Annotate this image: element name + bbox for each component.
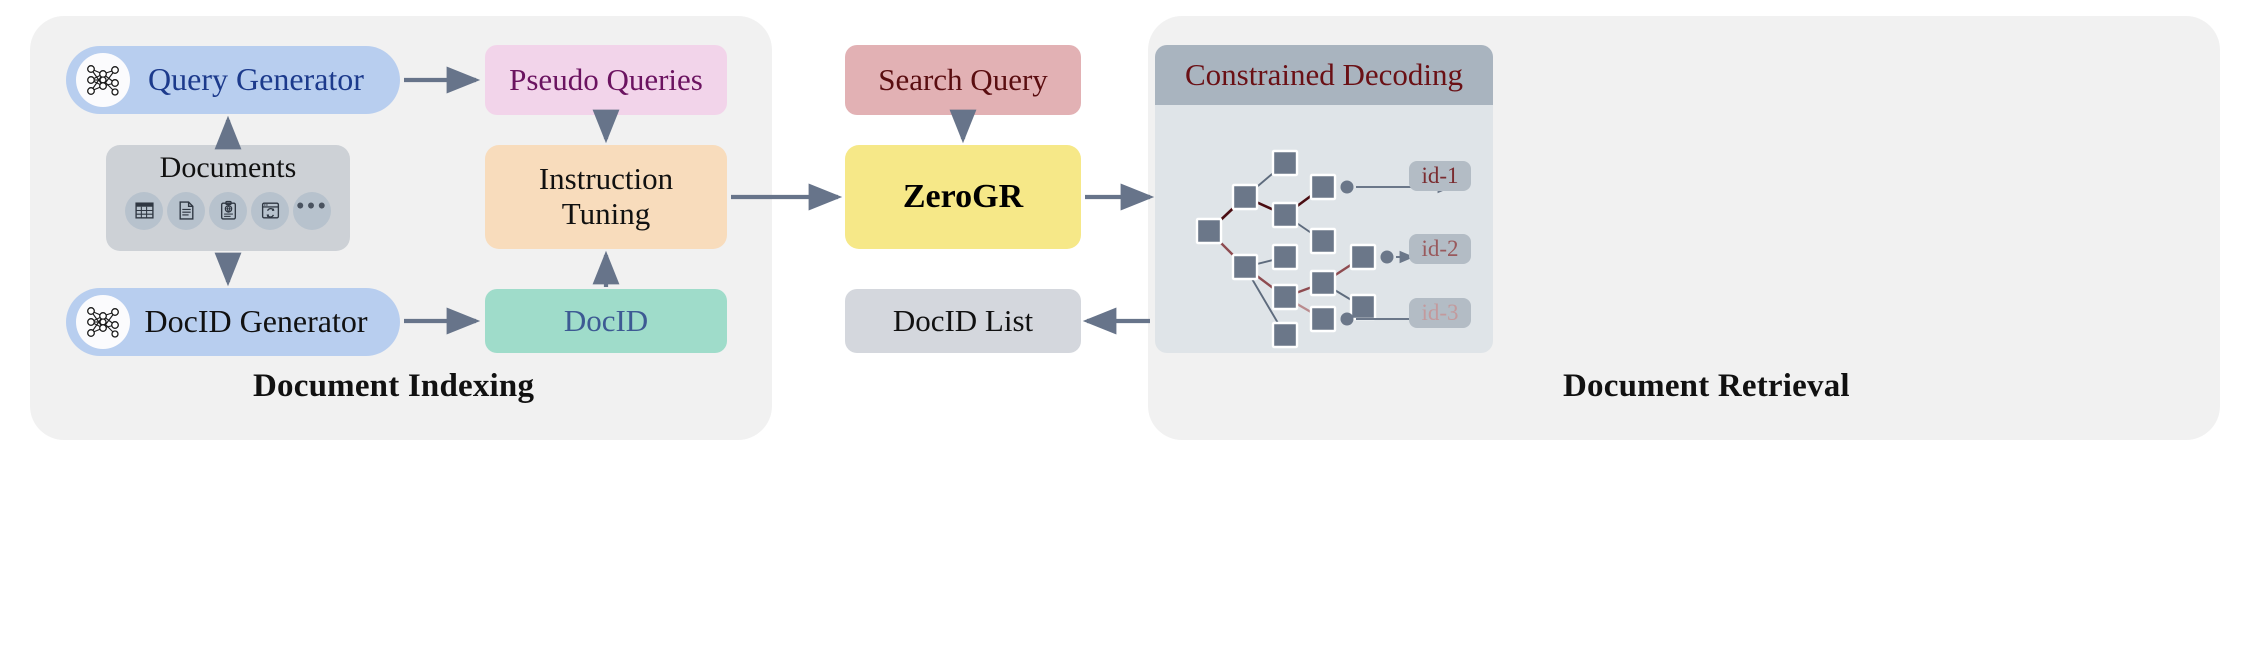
neural-network-icon <box>76 53 130 107</box>
node-documents[interactable]: Documents <box>106 145 350 251</box>
documents-ellipsis: ••• <box>295 192 329 220</box>
documents-icon-row: ••• <box>125 191 331 230</box>
docid-label: DocID <box>563 302 649 338</box>
docid-generator-label: DocID Generator <box>144 303 368 340</box>
query-generator-label: Query Generator <box>148 61 364 98</box>
panel-title-document-retrieval: Document Retrieval <box>1563 368 1850 404</box>
panel-title-document-indexing: Document Indexing <box>253 368 535 404</box>
output-chip-id-2[interactable]: id-2 <box>1409 234 1471 264</box>
node-search-query[interactable]: Search Query <box>845 45 1081 115</box>
id-1-label: id-1 <box>1421 163 1459 188</box>
node-docid-generator[interactable]: DocID Generator <box>66 288 400 356</box>
instruction-tuning-label: Instruction Tuning <box>538 161 674 231</box>
constrained-decoding-tree <box>1195 149 1453 349</box>
constrained-decoding-title: Constrained Decoding <box>1155 45 1493 105</box>
search-query-label: Search Query <box>878 61 1048 97</box>
documents-label: Documents <box>159 151 297 184</box>
document-icon <box>167 191 205 230</box>
docid-list-label: DocID List <box>892 302 1034 338</box>
clipboard-globe-icon <box>209 191 247 230</box>
output-chip-id-3[interactable]: id-3 <box>1409 298 1471 328</box>
node-docid-list[interactable]: DocID List <box>845 289 1081 353</box>
table-icon <box>125 191 163 230</box>
more-ellipsis-icon: ••• <box>293 191 331 230</box>
node-pseudo-queries[interactable]: Pseudo Queries <box>485 45 727 115</box>
neural-network-icon <box>76 295 130 349</box>
node-zerogr[interactable]: ZeroGR <box>845 145 1081 249</box>
output-chip-id-1[interactable]: id-1 <box>1409 161 1471 191</box>
id-3-label: id-3 <box>1421 300 1459 325</box>
node-query-generator[interactable]: Query Generator <box>66 46 400 114</box>
node-instruction-tuning[interactable]: Instruction Tuning <box>485 145 727 249</box>
node-docid[interactable]: DocID <box>485 289 727 353</box>
pseudo-queries-label: Pseudo Queries <box>509 61 703 97</box>
webpage-icon <box>251 191 289 230</box>
zerogr-label: ZeroGR <box>902 177 1024 215</box>
id-2-label: id-2 <box>1421 236 1459 261</box>
